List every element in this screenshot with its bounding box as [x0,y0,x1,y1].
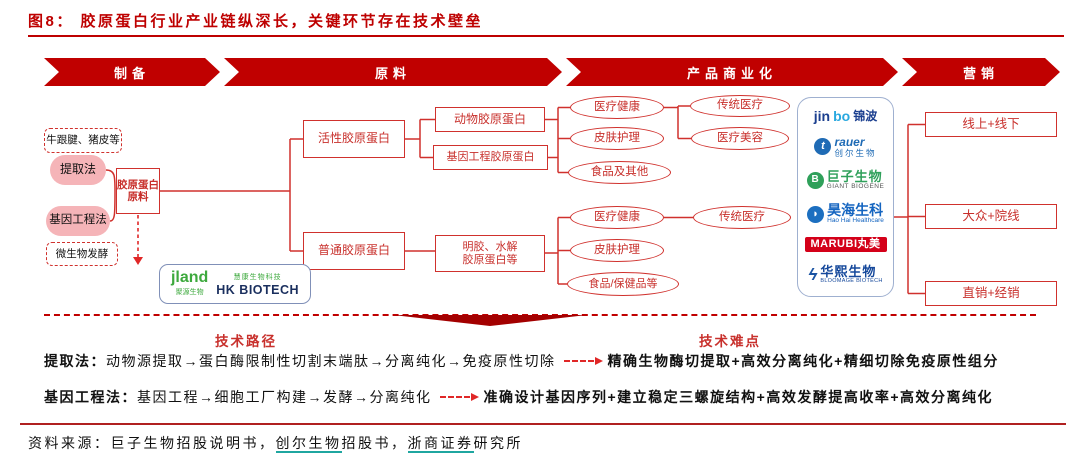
node-microbial-fermentation: 微生物发酵 [46,242,118,266]
node-lower-traditional-medical: 传统医疗 [693,206,791,229]
bloomage-english-name: BLOOMAGE BIOTECH [820,278,883,285]
stage-banner-preparation: 制备 [44,58,220,86]
node-extraction-method: 提取法 [50,155,106,185]
stage-banner-commercialization: 产品商业化 [566,58,898,86]
node-upper-medical-health: 医疗健康 [570,96,664,119]
node-normal-collagen: 普通胶原蛋白 [303,232,405,270]
dashed-arrow-icon [439,393,479,401]
jland-chinese-name: 聚源生物 [175,288,204,296]
jland-logo: jland 聚源生物 [170,269,209,296]
source-link-zheshang[interactable]: 浙商证券 [407,435,474,453]
haohai-english-name: Hao Hai Healthcare [827,217,884,225]
source-suffix: 研究所 [473,435,523,451]
dashed-arrow-icon [563,357,603,365]
hk-biotech-chinese-name: 慧康生物科技 [233,273,282,281]
jinbo-latin-part1: jin [813,108,831,125]
source-mid: 招股书， [341,435,408,451]
node-upper-food-other: 食品及其他 [568,161,671,184]
trauer-logo: t rauer 创尔生物 [814,136,876,158]
node-animal-source: 牛跟腱、猪皮等 [44,128,122,153]
giant-english-name: GIANT BIOGENE [826,183,885,191]
hk-biotech-logo: 慧康生物科技 HK BIOTECH [216,272,299,297]
tech-row-genetic: 基因工程法：基因工程→细胞工厂构建→发酵→分离纯化 准确设计基因序列+建立稳定三螺… [44,387,993,407]
gelatin-line1: 明胶、水解 [462,240,518,253]
marubi-wordmark: MARUBI丸美 [804,237,887,253]
node-lower-skin-care: 皮肤护理 [570,239,664,262]
genetic-label: 基因工程法： [44,389,137,405]
marubi-logo: MARUBI丸美 [804,237,887,253]
node-gelatin-hydrolyzed: 明胶、水解 胶原蛋白等 [435,235,545,272]
tech-difficulty-title: 技术难点 [699,334,761,349]
node-active-collagen: 活性胶原蛋白 [303,120,405,158]
node-collagen-raw-material: 胶原蛋白 原料 [116,168,160,214]
stage-banner-marketing: 营销 [902,58,1060,86]
bloomage-chinese-name: 华熙生物 [820,264,877,280]
extraction-label: 提取法： [44,353,106,369]
genetic-difficulty: 准确设计基因序列+建立稳定三螺旋结构+高效发酵提高收率+高效分离纯化 [483,389,994,405]
trauer-circle-icon: t [814,138,832,156]
raw-material-line2: 原料 [127,191,149,203]
node-upper-skin-care: 皮肤护理 [570,127,664,150]
source-prefix: 资料来源：巨子生物招股说明书， [28,435,276,451]
giant-biogene-logo: B 巨子生物 GIANT BIOGENE [806,169,885,191]
node-lower-medical-health: 医疗健康 [570,206,664,229]
node-channel-direct-distribution: 直销+经销 [925,281,1057,306]
source-line: 资料来源：巨子生物招股说明书，创尔生物招股书，浙商证券研究所 [28,433,523,453]
stage-banner-raw-material: 原料 [224,58,562,86]
jinbo-latin-part2: bo [833,108,851,125]
node-channel-mass-clinic: 大众+院线 [925,204,1057,229]
haohai-logo: ◗ 昊海生科 Hao Hai Healthcare [807,203,884,225]
extraction-chain: 动物源提取→蛋白酶限制性切割末端肽→分离纯化→免疫原性切除 [106,353,556,369]
figure-title: 图8： 胶原蛋白行业产业链纵深长，关键环节存在技术壁垒 [28,13,484,30]
title-underline [28,35,1064,37]
bloomage-logo: ϟ 华熙生物 BLOOMAGE BIOTECH [808,265,882,285]
node-lower-food-supplement: 食品/保健品等 [567,272,679,296]
jinbo-chinese-name: 锦波 [853,109,878,124]
hk-biotech-latin-name: HK BIOTECH [216,282,300,297]
extraction-difficulty: 精确生物酶切提取+高效分离纯化+精细切除免疫原性组分 [607,353,999,369]
footer-rule [20,423,1066,425]
node-upper-traditional-medical: 传统医疗 [690,95,790,117]
giant-chinese-name: 巨子生物 [826,169,883,185]
raw-material-suppliers-box: jland 聚源生物 慧康生物科技 HK BIOTECH [159,264,311,304]
divider-triangle-icon [393,315,587,326]
haohai-drop-icon: ◗ [807,205,825,223]
tech-path-title: 技术路径 [215,334,277,349]
node-animal-collagen: 动物胶原蛋白 [435,107,545,132]
giant-biogene-circle-icon: B [806,171,824,189]
trauer-chinese-name: 创尔生物 [834,147,877,158]
node-gene-engineered-collagen: 基因工程胶原蛋白 [433,145,548,170]
node-medical-beauty: 医疗美容 [691,127,789,150]
haohai-chinese-name: 昊海生科 [827,202,884,219]
node-genetic-method: 基因工程法 [46,206,110,236]
gelatin-line2: 胶原蛋白等 [462,253,518,266]
tech-row-extraction: 提取法：动物源提取→蛋白酶限制性切割末端肽→分离纯化→免疫原性切除 精确生物酶切提… [44,351,999,371]
node-channel-online-offline: 线上+线下 [925,112,1057,137]
genetic-chain: 基因工程→细胞工厂构建→发酵→分离纯化 [137,389,432,405]
raw-material-line1: 胶原蛋白 [117,178,159,191]
jland-latin-name: jland [170,269,209,287]
source-link-trauer[interactable]: 创尔生物 [275,435,342,453]
bloomage-swoosh-icon: ϟ [808,265,818,285]
trauer-latin-name: rauer [834,134,865,149]
